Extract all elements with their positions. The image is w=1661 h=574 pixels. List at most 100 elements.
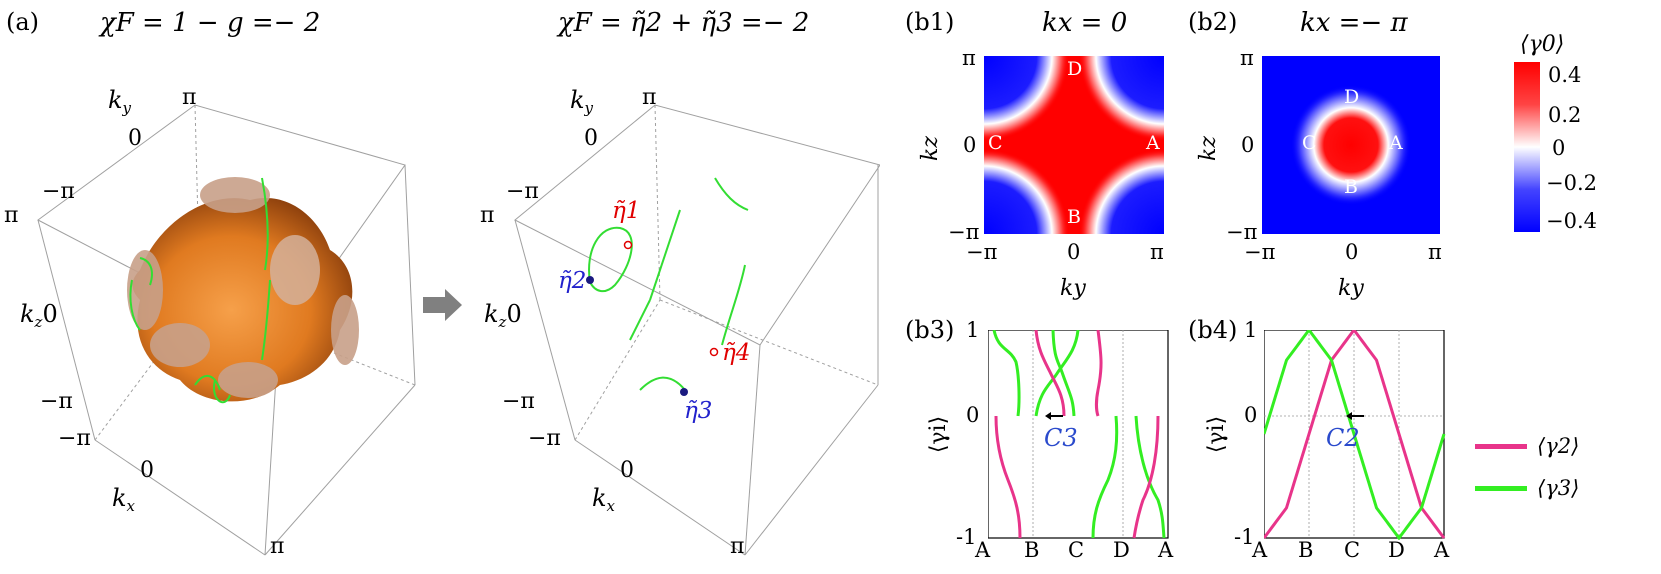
b2-xtick-pi: π [1428,240,1442,264]
b3-xtick-a2: A [1158,538,1174,562]
panel-b4-label: (b4) [1188,316,1238,344]
colorbar-title: ⟨γ0⟩ [1520,32,1565,57]
b3-ytick-neg1: -1 [956,525,977,549]
panel-b2-label: (b2) [1188,8,1238,36]
b1-blue-corner-br [1079,149,1164,234]
b4-annotation: C2 [1326,424,1360,452]
nodal-lines-left [129,177,271,404]
b4-ylabel: ⟨γi⟩ [1204,415,1230,454]
eta3-label: η̃3 [684,398,712,424]
b1-point-a: A [1146,132,1160,154]
legend-swatch-gamma3 [1475,485,1527,491]
panel-b2-title: kx =− π [1300,8,1408,38]
legend: ⟨γ2⟩ ⟨γ3⟩ [1475,434,1579,500]
b2-ytick-pi: π [1240,46,1254,70]
right-cube-top-face [514,104,880,346]
pocket-right [270,235,320,305]
eta2-label: η̃2 [558,268,586,294]
colorbar-gradient [1514,62,1540,232]
b3-curves [992,330,1166,539]
b3-xtick-a1: A [975,538,991,562]
b1-point-d: D [1067,58,1083,80]
left-kx-negpi: −π [58,426,91,451]
pocket-bottom-left [150,323,210,367]
b1-ytick-pi: π [962,46,976,70]
b4-plot [1264,330,1446,540]
b2-heatmap [1262,56,1440,234]
b2-point-d: D [1344,86,1360,108]
panel-a-title-left: χF = 1 − g =− 2 [100,8,321,38]
panel-a-label: (a) [6,8,40,36]
eta4-text: η̃4 [722,340,751,366]
b3-xtick-c: C [1068,538,1085,562]
right-kz-negpi: −π [502,389,535,414]
transition-arrow [423,289,462,321]
b3-green-2 [1051,330,1076,417]
b4-xtick-a2: A [1434,538,1450,562]
panel-b1-label: (b1) [905,8,955,36]
b1-blue-corner-bl [984,149,1069,234]
b3-annotation: C3 [1044,424,1078,452]
b1-xtick-zero: 0 [1067,240,1081,264]
b4-series-gamma2 [1264,330,1446,539]
left-kx-label: kx [112,484,136,515]
colorbar-tick-4: −0.4 [1546,209,1597,233]
left-kz-label: kz0 [20,300,58,331]
b4-series-gamma3 [1264,330,1446,540]
b3-pink-1 [1034,330,1066,417]
b3-xtick-d: D [1113,538,1130,562]
left-kz-pi: π [4,203,18,228]
right-ky-pi: π [642,85,656,110]
b4-series [1264,330,1446,540]
b1-point-c: C [988,132,1003,154]
b1-heatmap [984,56,1164,234]
b4-ytick-0: 0 [1244,403,1258,427]
eta4-label: η̃4 [722,340,750,366]
right-kx-label: kx [592,484,616,515]
colorbar-tick-1: 0.2 [1548,103,1582,127]
b4-ytick-neg1: -1 [1234,525,1255,549]
pocket-bottom [218,362,278,398]
b1-point-b: B [1067,206,1081,228]
b2-xtick-zero: 0 [1345,240,1359,264]
pocket-top [200,177,270,213]
legend-item-gamma3: ⟨γ3⟩ [1475,476,1579,500]
b3-pink-4 [1132,415,1160,539]
legend-label-gamma3: ⟨γ3⟩ [1537,476,1580,500]
legend-swatch-gamma2 [1475,443,1527,449]
b3-ylabel: ⟨γi⟩ [926,415,952,454]
legend-item-gamma2: ⟨γ2⟩ [1475,434,1579,458]
b4-xtick-c: C [1344,538,1361,562]
eta3-point [680,388,688,396]
left-kx-zero: 0 [140,458,154,483]
b3-green-3 [1034,330,1080,417]
eta2-point [586,276,594,284]
eta1-text: η̃1 [612,198,641,224]
right-kz-pi: π [480,203,494,228]
eta4-point [709,347,719,357]
eta2-text: η̃2 [558,268,587,294]
right-axis-labels: ky π 0 −π π kz0 −π −π 0 kx π [480,85,744,559]
fermi-surface [127,177,359,404]
right-ky-label: ky [570,86,594,117]
right-kx-pi: π [730,534,744,559]
b2-point-b: B [1344,176,1358,198]
eta1-point [623,240,633,250]
pocket-left [127,250,163,330]
b4-xtick-b: B [1298,538,1314,562]
b3-ytick-0: 0 [966,403,980,427]
pocket-far-right [331,295,359,365]
b2-point-c: C [1302,132,1317,154]
colorbar-tick-0: 0.4 [1548,63,1582,87]
right-cube [514,104,880,556]
panel-b1-title: kx = 0 [1042,8,1128,38]
weyl-points [586,240,719,396]
b3-green-4 [1091,415,1119,539]
panel-b3-label: (b3) [905,316,955,344]
b2-xtick-negpi: −π [1244,240,1276,264]
b3-pink-3 [994,415,1022,539]
b1-xtick-negpi: −π [966,240,998,264]
b4-ytick-1: 1 [1244,318,1258,342]
b1-ylabel: kz [917,136,943,161]
b3-ytick-1: 1 [966,318,980,342]
